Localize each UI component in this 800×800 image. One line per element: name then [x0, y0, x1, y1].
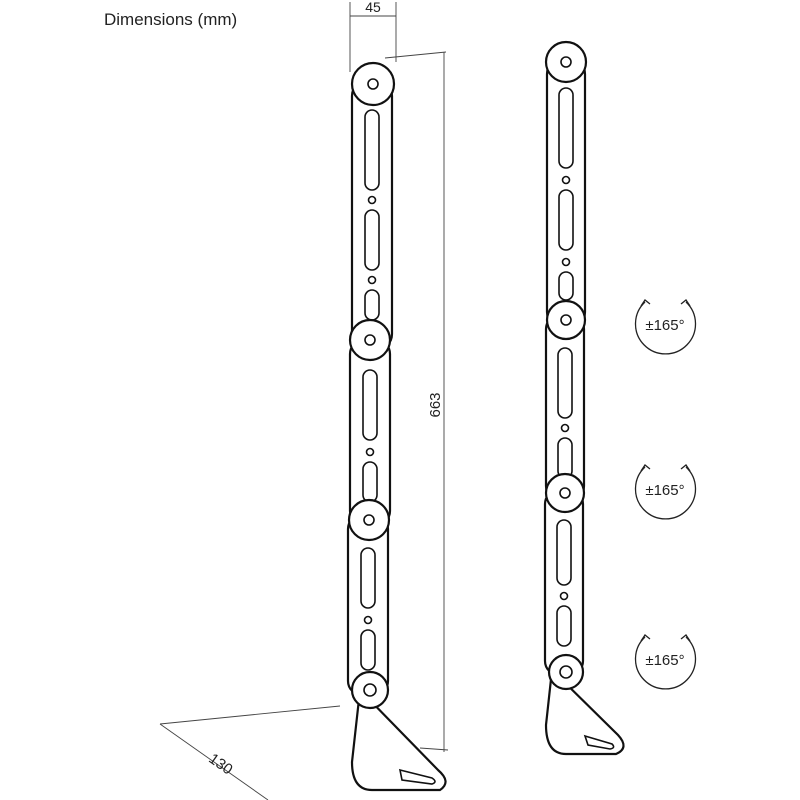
rotation-indicator-2: ±165°	[634, 464, 697, 520]
bracket-dimensioned	[346, 61, 447, 792]
dimensions-title: Dimensions (mm)	[104, 10, 237, 29]
rotation-indicator-3: ±165°	[634, 634, 697, 690]
rotation-label: ±165°	[645, 652, 684, 669]
bracket-rotation	[543, 40, 625, 756]
rotation-indicator-1: ±165°	[634, 299, 697, 355]
rotation-label: ±165°	[645, 482, 684, 499]
depth-dimension: 130	[159, 705, 341, 800]
rotation-label: ±165°	[645, 317, 684, 334]
width-label: 45	[365, 0, 381, 15]
height-label: 663	[427, 392, 444, 417]
height-dimension: 663	[384, 51, 449, 752]
width-dimension: 45	[349, 0, 397, 72]
